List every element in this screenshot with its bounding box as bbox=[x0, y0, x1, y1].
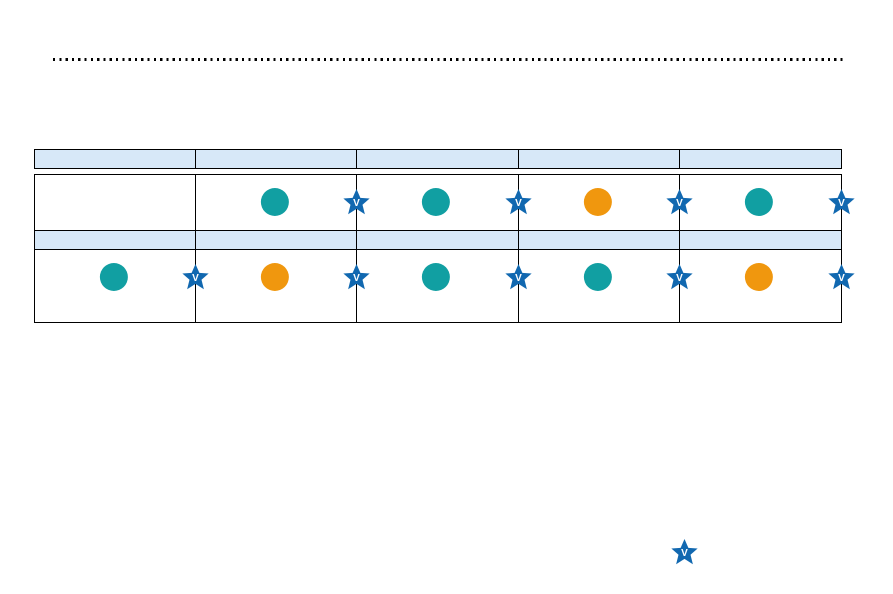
data-cell-3: V bbox=[357, 250, 532, 322]
orange-circle-marker bbox=[745, 263, 774, 291]
dotted-divider bbox=[53, 58, 843, 61]
star-v-marker: V bbox=[826, 187, 857, 217]
teal-circle-marker bbox=[261, 188, 290, 216]
star-letter: V bbox=[681, 548, 688, 559]
star-letter: V bbox=[838, 198, 845, 209]
data-cell-1: V bbox=[35, 250, 209, 322]
floating-star-marker: V bbox=[669, 537, 700, 567]
header-cell-2 bbox=[196, 150, 358, 168]
data-cell-2: V bbox=[196, 175, 371, 230]
data-cell-5: V bbox=[680, 175, 855, 230]
header-cell-4 bbox=[519, 150, 680, 168]
data-cell-2: V bbox=[196, 250, 371, 322]
table-header-row-1 bbox=[34, 149, 842, 169]
teal-circle-marker bbox=[422, 263, 451, 291]
data-cell-1 bbox=[35, 175, 197, 230]
header-cell-5 bbox=[680, 150, 841, 168]
data-cell-4: V bbox=[519, 250, 693, 322]
orange-circle-marker bbox=[261, 263, 290, 291]
teal-circle-marker bbox=[99, 263, 128, 291]
header-cell-1 bbox=[35, 150, 197, 168]
teal-circle-marker bbox=[745, 188, 774, 216]
table-header-row-2 bbox=[35, 230, 841, 250]
data-cell-3: V bbox=[357, 175, 532, 230]
header-cell-3 bbox=[357, 231, 519, 249]
star-icon bbox=[828, 189, 855, 215]
star-v-marker: V bbox=[826, 262, 857, 292]
star-icon bbox=[828, 264, 855, 290]
orange-circle-marker bbox=[583, 188, 612, 216]
header-cell-5 bbox=[680, 231, 841, 249]
teal-circle-marker bbox=[583, 263, 612, 291]
header-cell-2 bbox=[196, 231, 358, 249]
teal-circle-marker bbox=[422, 188, 451, 216]
header-cell-1 bbox=[35, 231, 197, 249]
header-cell-4 bbox=[519, 231, 680, 249]
star-icon bbox=[671, 539, 698, 565]
data-cell-4: V bbox=[519, 175, 693, 230]
star-letter: V bbox=[838, 273, 845, 284]
data-cell-5: V bbox=[680, 250, 855, 322]
header-cell-3 bbox=[357, 150, 519, 168]
